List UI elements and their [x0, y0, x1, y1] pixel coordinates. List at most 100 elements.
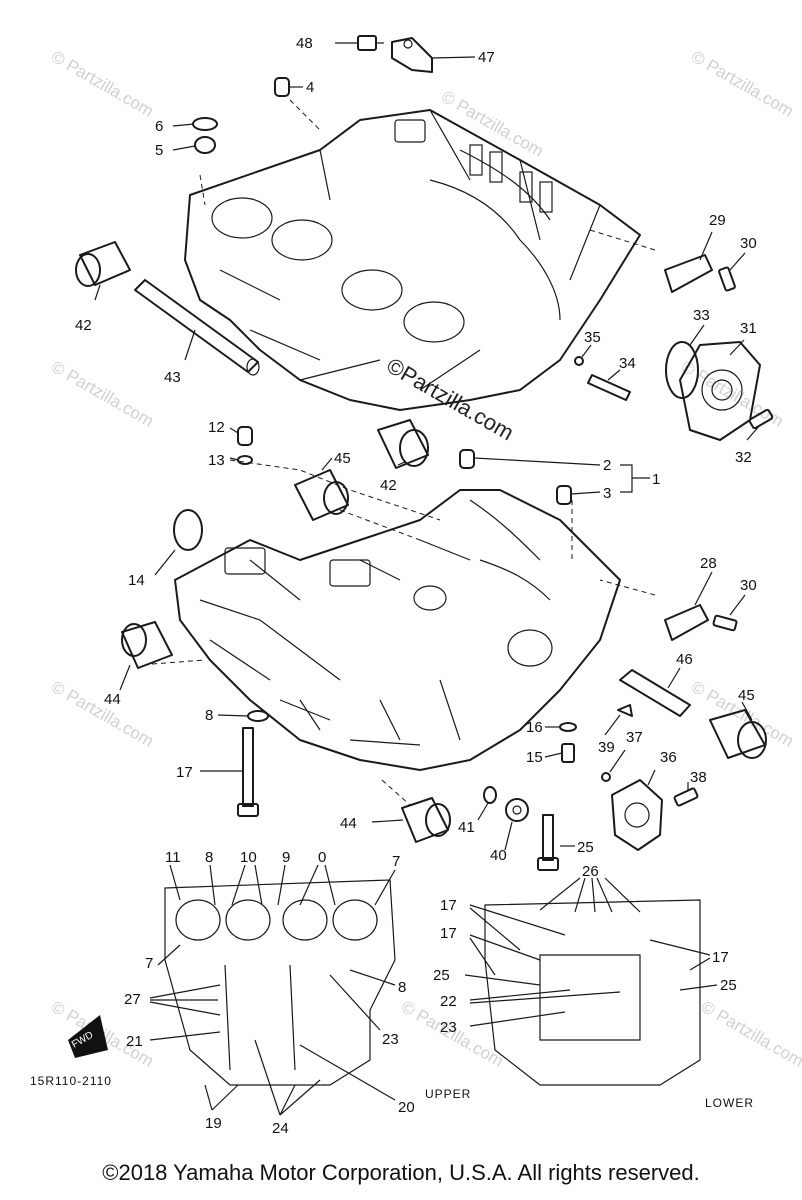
shaft-43	[134, 279, 260, 376]
oring-33	[665, 341, 699, 399]
bearing-44-lower	[401, 797, 451, 843]
callout-9: 9	[282, 849, 290, 866]
callout-8-inset-top: 8	[205, 849, 213, 866]
callout-48: 48	[296, 35, 313, 52]
callout-8-left: 8	[205, 707, 213, 724]
seal-6	[192, 117, 218, 131]
watermark: © Partzilla.com	[688, 47, 797, 121]
callout-26: 26	[582, 863, 599, 880]
callout-15: 15	[526, 749, 543, 766]
upper-bolt-pattern	[164, 879, 396, 1086]
lower-bolt-pattern	[484, 899, 701, 1086]
bearing-45-right	[709, 709, 767, 759]
callout-25-inset-right: 25	[720, 977, 737, 994]
callout-17-inset-a: 17	[440, 897, 457, 914]
bolt-30-upper	[718, 266, 736, 292]
callout-23-left: 23	[382, 1031, 399, 1048]
callout-23-right: 23	[440, 1019, 457, 1036]
pin-35	[574, 356, 584, 366]
callout-labels: 48 47 4 6 5 42 43 29 30 33 31 32 34 35 1…	[30, 35, 757, 1137]
bolt-15	[561, 743, 575, 763]
callout-40: 40	[490, 847, 507, 864]
housing-31	[679, 341, 761, 441]
callout-4: 4	[306, 79, 314, 96]
upper-label: UPPER	[425, 1087, 471, 1101]
callout-14: 14	[128, 572, 145, 589]
callout-21: 21	[126, 1033, 143, 1050]
callout-42-upper: 42	[75, 317, 92, 334]
callout-17-bolt: 17	[176, 764, 193, 781]
callout-25-inset-left: 25	[433, 967, 450, 984]
dowel-12	[237, 426, 253, 446]
plate-28	[664, 604, 709, 641]
cap-40	[505, 798, 529, 822]
upper-crankcase	[184, 109, 641, 411]
diagram-code: 15R110-2110	[30, 1074, 112, 1088]
pin-34	[587, 374, 631, 401]
bearing-45-left	[294, 469, 349, 521]
callout-30-upper: 30	[740, 235, 757, 252]
washer-16	[559, 722, 577, 732]
callout-45-right: 45	[738, 687, 755, 704]
watermark: © Partzilla.com	[48, 47, 157, 121]
callout-3: 3	[603, 485, 611, 502]
callout-37: 37	[626, 729, 643, 746]
bolt-48	[357, 35, 384, 51]
callout-7-left: 7	[145, 955, 153, 972]
callout-13: 13	[208, 452, 225, 469]
callout-16: 16	[526, 719, 543, 736]
callout-11: 11	[165, 849, 181, 866]
washer-8	[247, 710, 269, 722]
leader-lines	[94, 42, 761, 851]
oring-41	[483, 786, 497, 804]
copyright-notice: ©2018 Yamaha Motor Corporation, U.S.A. A…	[102, 1160, 700, 1185]
callout-29: 29	[709, 212, 726, 229]
callout-19: 19	[205, 1115, 222, 1132]
callout-10: 10	[240, 849, 257, 866]
bearing-42-upper	[75, 241, 131, 287]
watermarks: © Partzilla.com © Partzilla.com © Partzi…	[48, 47, 802, 1071]
clip-39	[617, 704, 633, 717]
fwd-arrow: FWD	[68, 1015, 108, 1058]
callout-31: 31	[740, 320, 757, 337]
plate-29	[664, 254, 713, 293]
callout-17-inset-b: 17	[440, 925, 457, 942]
callout-20: 20	[398, 1099, 415, 1116]
callout-32: 32	[735, 449, 752, 466]
callout-46: 46	[676, 651, 693, 668]
callout-41: 41	[458, 819, 475, 836]
watermark-main: ©Partzilla.com	[383, 353, 519, 446]
bracket-47	[391, 37, 433, 73]
callout-33: 33	[693, 307, 710, 324]
callout-24: 24	[272, 1120, 289, 1137]
callout-1: 1	[652, 471, 660, 488]
dowel-2	[459, 449, 475, 469]
plug-5	[194, 136, 216, 154]
dowel-4	[274, 77, 290, 97]
bolt-25	[537, 814, 559, 871]
bolt-32	[748, 408, 774, 430]
watermark: © Partzilla.com	[48, 677, 157, 751]
oil-pump-36	[611, 779, 663, 851]
callout-2: 2	[603, 457, 611, 474]
bolt-38	[673, 787, 699, 807]
callout-8-inset-right: 8	[398, 979, 406, 996]
callout-5: 5	[155, 142, 163, 159]
callout-43: 43	[164, 369, 181, 386]
watermark: © Partzilla.com	[48, 357, 157, 431]
callout-36: 36	[660, 749, 677, 766]
callout-34: 34	[619, 355, 636, 372]
callout-38: 38	[690, 769, 707, 786]
callout-30-lower: 30	[740, 577, 757, 594]
shaft-46	[619, 669, 691, 717]
callout-7-top: 7	[392, 853, 400, 870]
bearing-44-left	[121, 621, 173, 669]
callout-39: 39	[598, 739, 615, 756]
bolt-30-lower	[712, 614, 738, 632]
callout-44-left: 44	[104, 691, 121, 708]
lower-crankcase	[174, 489, 621, 771]
callout-27: 27	[124, 991, 141, 1008]
callout-44-lower: 44	[340, 815, 357, 832]
bearing-42-middle	[377, 419, 429, 469]
